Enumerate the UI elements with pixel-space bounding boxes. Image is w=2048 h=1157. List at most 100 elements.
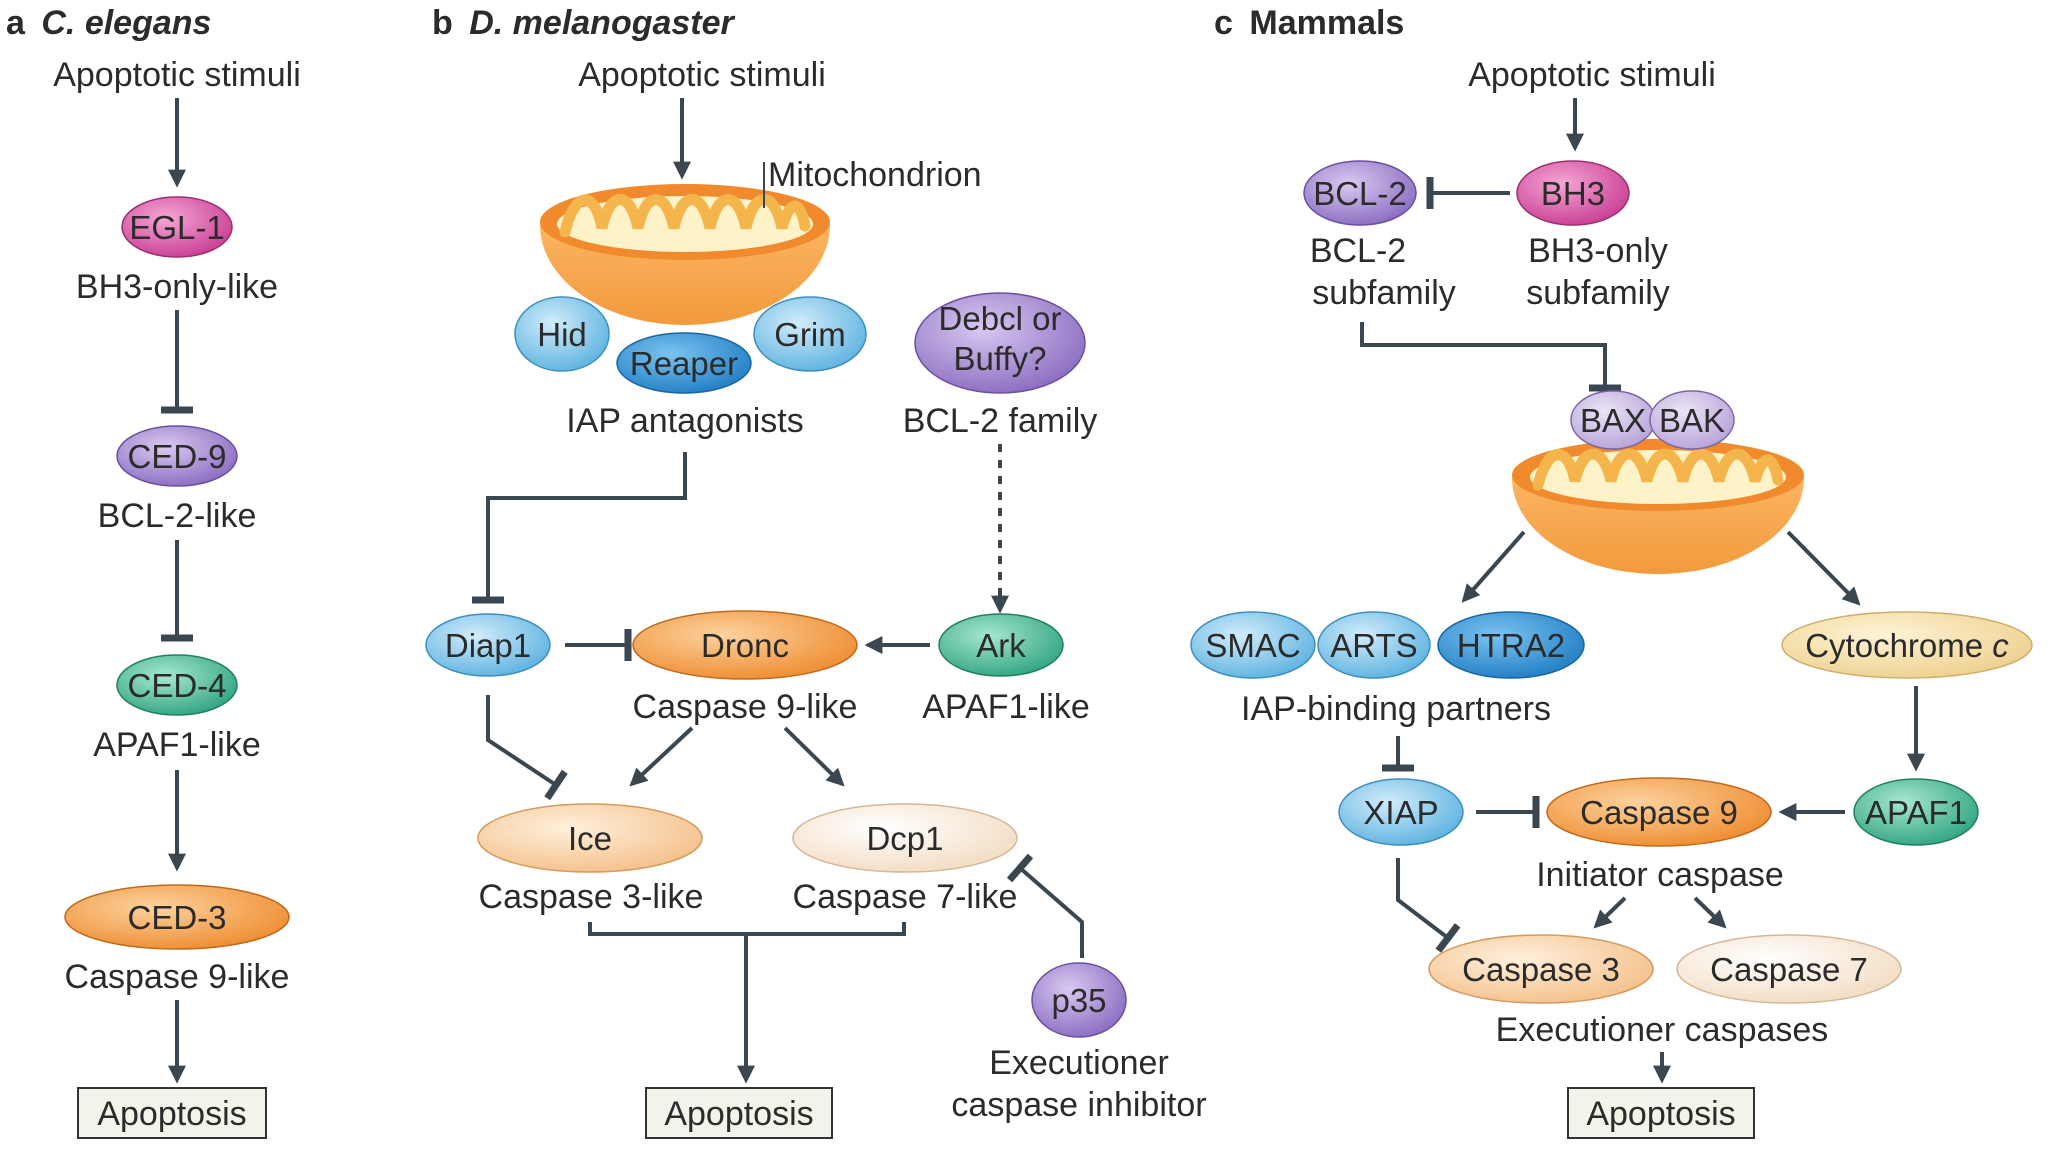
b-apoptotic-stimuli: Apoptotic stimuli <box>578 56 826 94</box>
bak-label: BAK <box>1659 402 1725 439</box>
initiator-caspase-label: Initiator caspase <box>1536 856 1784 894</box>
p35-desc-line1: Executioner <box>989 1044 1169 1082</box>
hid-node <box>514 296 610 372</box>
b-mitochondrion-icon <box>540 184 830 325</box>
apaf1-node <box>1853 778 1979 846</box>
panel-c: Apoptotic stimuli BCL-2 BH3 BCL-2 subfam… <box>1190 56 2033 1139</box>
c-inhibit-bcl2-baxbak <box>1360 322 1621 392</box>
c-apoptotic-stimuli: Apoptotic stimuli <box>1468 56 1716 94</box>
ced9-desc: BCL-2-like <box>98 497 257 535</box>
dcp1-desc: Caspase 7-like <box>793 878 1018 916</box>
bcl2-node <box>1303 160 1417 226</box>
reaper-label: Reaper <box>630 345 738 382</box>
caspase9-label: Caspase 9 <box>1580 794 1738 831</box>
panel-c-title: c Mammals <box>1214 4 1404 42</box>
grim-node <box>753 296 867 372</box>
caspase7-label: Caspase 7 <box>1710 951 1868 988</box>
htra2-label: HTRA2 <box>1457 627 1565 664</box>
p35-desc-line2: caspase inhibitor <box>951 1086 1206 1124</box>
ice-desc: Caspase 3-like <box>479 878 704 916</box>
b-arrow-dronc-dcp1 <box>783 726 845 787</box>
b-inhibit-antagonists-diap1 <box>472 452 687 604</box>
dcp1-label: Dcp1 <box>866 820 943 857</box>
debcl-buffy-node <box>914 292 1086 394</box>
ark-node <box>938 613 1064 677</box>
ark-label: Ark <box>976 627 1026 664</box>
reaper-node <box>616 332 752 394</box>
iap-binding-label: IAP-binding partners <box>1241 690 1551 728</box>
cytochrome-c-label: Cytochrome c <box>1805 627 2009 664</box>
ced4-label: CED-4 <box>127 667 226 704</box>
egl1-node <box>121 196 233 258</box>
dronc-label: Dronc <box>701 627 789 664</box>
xiap-label: XIAP <box>1363 794 1438 831</box>
ced9-label: CED-9 <box>127 438 226 475</box>
grim-label: Grim <box>774 316 845 353</box>
b-arrow-dronc-ice <box>629 726 694 787</box>
bak-node <box>1649 390 1735 450</box>
b-inhibit-p35-dcp1 <box>1006 853 1084 958</box>
caspase3-node <box>1428 934 1654 1004</box>
htra2-node <box>1437 611 1585 679</box>
egl1-label: EGL-1 <box>129 209 224 246</box>
panel-b-title: b D. melanogaster <box>432 4 736 42</box>
panel-a-title: a C. elegans <box>6 4 211 42</box>
bcl2-family-label: BCL-2 family <box>903 402 1098 440</box>
c-arrow-mito-iap-binding <box>1461 530 1526 603</box>
caspase3-label: Caspase 3 <box>1462 951 1620 988</box>
bcl2-label: BCL-2 <box>1313 175 1407 212</box>
b-inhibit-diap1-ice <box>486 695 568 801</box>
b-apoptosis-label: Apoptosis <box>664 1095 813 1133</box>
bh3-node <box>1516 160 1630 226</box>
p35-label: p35 <box>1051 982 1106 1019</box>
ark-desc: APAF1-like <box>922 688 1090 726</box>
ced4-node <box>116 654 238 716</box>
cytochrome-c-node <box>1781 611 2033 679</box>
dronc-desc: Caspase 9-like <box>633 688 858 726</box>
smac-node <box>1190 611 1316 679</box>
ced9-node <box>116 425 238 487</box>
ice-label: Ice <box>568 820 612 857</box>
arts-node <box>1317 611 1431 679</box>
c-apoptosis-label: Apoptosis <box>1586 1095 1735 1133</box>
caspase9-node <box>1546 777 1772 847</box>
diap1-label: Diap1 <box>445 627 531 664</box>
smac-label: SMAC <box>1205 627 1300 664</box>
b-bracket-caspases <box>588 922 906 936</box>
c-inhibit-xiap-caspase3 <box>1396 858 1461 953</box>
dronc-node <box>632 610 858 680</box>
iap-antagonists-label: IAP antagonists <box>566 402 804 440</box>
bh3-label: BH3 <box>1541 175 1605 212</box>
bcl2-desc-line1: BCL-2 <box>1310 232 1406 270</box>
a-apoptotic-stimuli: Apoptotic stimuli <box>53 56 301 94</box>
caspase7-node <box>1676 934 1902 1004</box>
xiap-node <box>1338 778 1464 846</box>
b-mitochondrion-label: Mitochondrion <box>768 156 982 194</box>
debcl-label-line1: Debcl or <box>939 300 1062 337</box>
bh3-desc-line1: BH3-only <box>1528 232 1668 270</box>
panel-b: Apoptotic stimuli Mitochondrion Hid Grim… <box>425 56 1207 1139</box>
b-apoptosis-box <box>645 1087 833 1139</box>
bax-label: BAX <box>1580 402 1646 439</box>
hid-label: Hid <box>537 316 587 353</box>
c-arrow-caspase9-caspase3 <box>1593 896 1627 929</box>
bcl2-desc-line2: subfamily <box>1312 274 1456 312</box>
apaf1-label: APAF1 <box>1865 794 1967 831</box>
p35-node <box>1031 962 1127 1038</box>
panel-a: Apoptotic stimuli EGL-1 BH3-only-like CE… <box>53 56 301 1139</box>
c-mitochondrion-icon <box>1512 439 1804 574</box>
bh3-desc-line2: subfamily <box>1526 274 1670 312</box>
ced4-desc: APAF1-like <box>93 726 261 764</box>
dcp1-node <box>792 803 1018 873</box>
ced3-label: CED-3 <box>127 899 226 936</box>
c-arrow-mito-cytochrome <box>1786 530 1861 606</box>
executioner-caspases-label: Executioner caspases <box>1496 1011 1829 1049</box>
arts-label: ARTS <box>1330 627 1417 664</box>
ced3-desc: Caspase 9-like <box>65 958 290 996</box>
debcl-label-line2: Buffy? <box>954 340 1047 377</box>
ced3-node <box>64 884 290 950</box>
a-apoptosis-label: Apoptosis <box>97 1095 246 1133</box>
a-apoptosis-box <box>77 1087 267 1139</box>
